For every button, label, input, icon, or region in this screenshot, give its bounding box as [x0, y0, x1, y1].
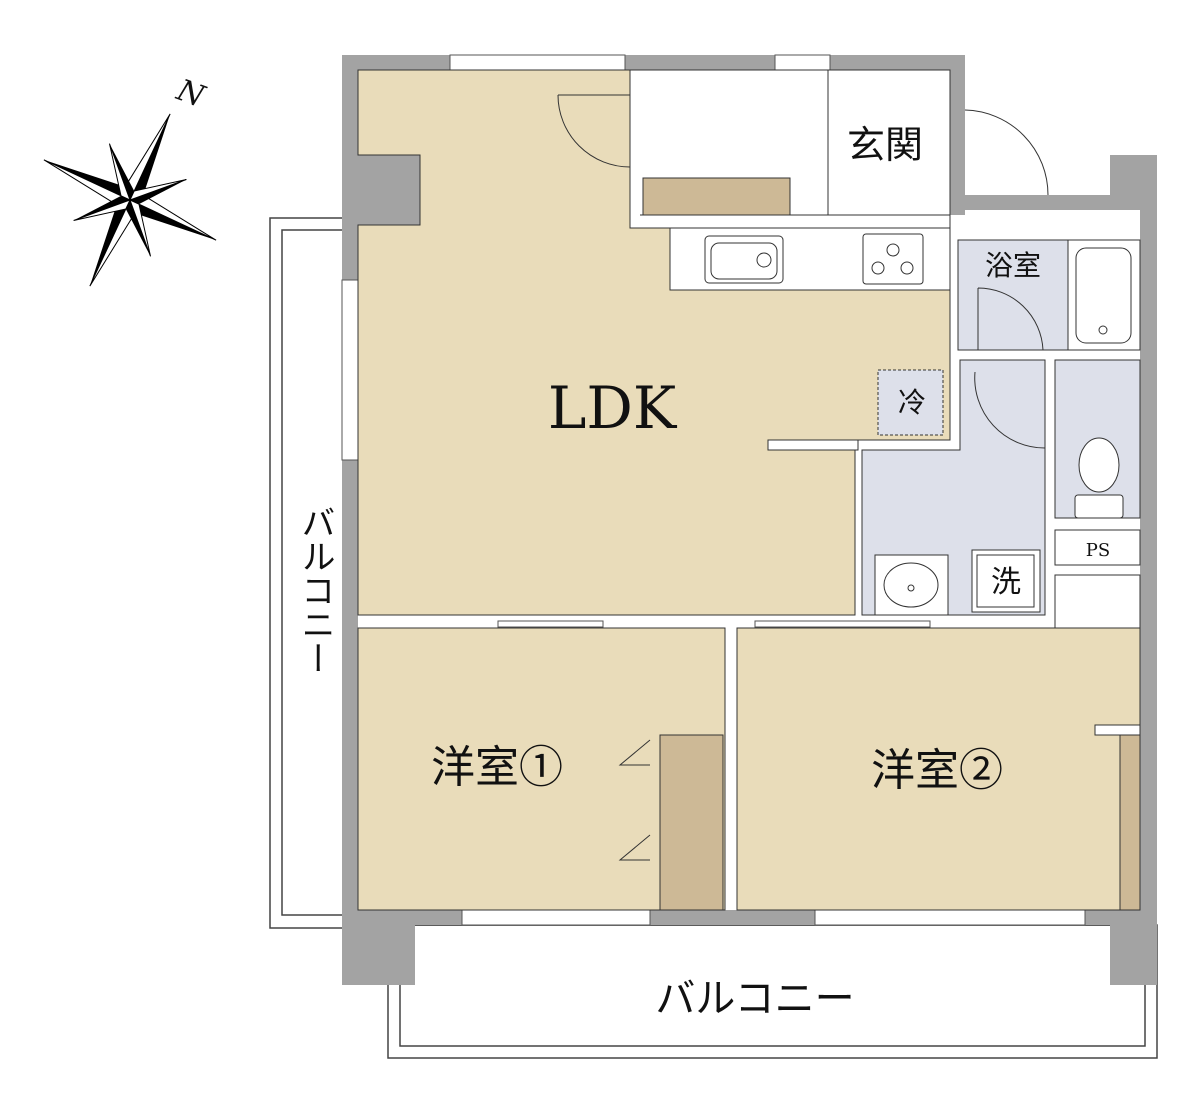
fridge-space [877, 369, 944, 436]
closet-1 [659, 734, 724, 911]
pipe-space [1054, 529, 1141, 566]
label-bath: 浴室 [985, 249, 1041, 282]
sink-icon [704, 235, 784, 284]
closet-2 [1119, 734, 1141, 911]
label-side-balcony: バルコニー [295, 505, 335, 675]
counter-ledge [767, 439, 859, 451]
bathtub-icon [1067, 239, 1141, 351]
stove-icon [862, 233, 924, 285]
label-fridge: 冷 [898, 386, 926, 419]
north-label: N [171, 73, 210, 116]
label-western-2: 洋室② [871, 745, 1003, 796]
label-western-1: 洋室① [431, 742, 563, 793]
toilet-icon [1074, 437, 1124, 519]
washer-space [971, 549, 1041, 613]
label-washer: 洗 [991, 565, 1021, 600]
entry-door [964, 109, 1049, 196]
shoe-closet [642, 177, 791, 216]
room-western-2 [736, 627, 1141, 911]
room-bath [957, 239, 1069, 351]
ldk-door [557, 94, 631, 168]
washbasin-icon [874, 554, 949, 616]
label-bottom-balcony: バルコニー [655, 976, 854, 1022]
label-genkan: 玄関 [847, 123, 923, 167]
walls [342, 55, 1157, 985]
compass-icon [43, 113, 217, 287]
label-ps: PS [1086, 540, 1110, 561]
label-ldk: LDK [548, 374, 678, 442]
